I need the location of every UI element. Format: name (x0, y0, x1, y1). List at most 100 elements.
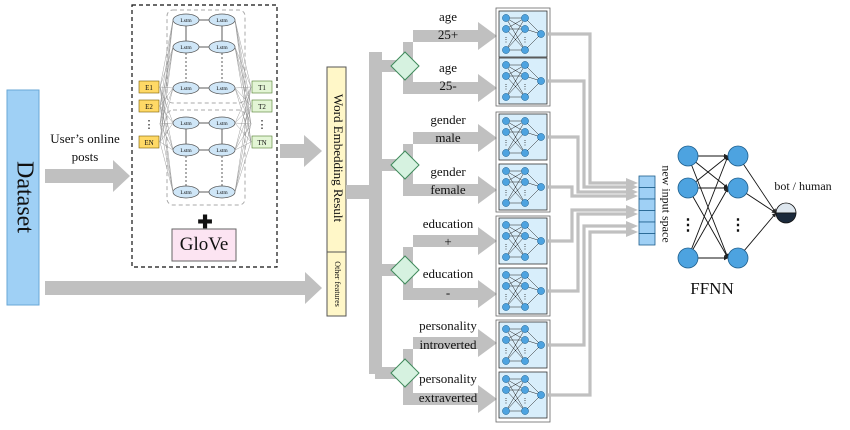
sub-network-dots: ⋮ (522, 139, 529, 147)
new-input-space-cell (638, 187, 656, 200)
sub-network-edge (505, 285, 526, 308)
lstm-upper-group (166, 9, 246, 104)
embedding-input-box (138, 135, 160, 149)
sub-network-dots: ⋮ (503, 189, 510, 197)
tree-fork (403, 30, 480, 61)
sub-network-dots: ⋮ (522, 189, 529, 197)
tree-arrow-head (478, 22, 497, 50)
lstm-output-link (234, 86, 252, 193)
sub-network-dots: ⋮ (522, 83, 529, 91)
branch-label-line1: gender (430, 164, 466, 179)
sub-network-node (502, 167, 510, 175)
lstm-output-link (234, 87, 252, 107)
dataset-box (6, 89, 40, 306)
sub-network-dots: ⋮ (522, 243, 529, 251)
sub-network-node (521, 375, 529, 383)
lstm-cell-label: Lstm (216, 121, 228, 127)
tree-fork (403, 337, 480, 368)
sub-network-output-link (548, 135, 628, 194)
ffnn-network: ⋮⋮ (677, 145, 797, 269)
sub-network-node (521, 149, 529, 157)
lstm-output-link (234, 86, 252, 89)
lstm-input-link (159, 141, 174, 151)
sub-network-node (502, 232, 510, 240)
sub-network-node (502, 117, 510, 125)
ffnn-edge (687, 155, 729, 259)
branch-labels: age25+age25-gendermalegenderfemaleeducat… (419, 9, 478, 405)
branch-label-line2: + (444, 234, 451, 249)
lstm-input-link (159, 123, 174, 151)
embedding-input-box (138, 99, 160, 113)
embedding-output-label: T1 (258, 84, 266, 92)
embedding-input-label: E2 (145, 103, 153, 111)
other-features-label: Other features (333, 261, 342, 307)
lstm-output-link (234, 87, 252, 143)
sub-network-output-link (548, 185, 628, 198)
sub-network-node (502, 375, 510, 383)
lstm-input-link (159, 122, 174, 143)
sub-network-node (502, 303, 510, 311)
lstm-output-link (234, 86, 252, 151)
sub-network-node (502, 25, 510, 33)
tree-arrow-head (478, 385, 497, 413)
tree-arrow-head (478, 329, 497, 357)
sub-network-node (502, 325, 510, 333)
sub-network-node (521, 167, 529, 175)
lstm-input-link (159, 19, 174, 125)
sub-network-dots: ⋮ (503, 83, 510, 91)
sub-network-dots: ⋮ (503, 36, 510, 44)
new-input-space (638, 175, 656, 246)
sub-network-output-node (537, 287, 545, 295)
tree-arrow-head (478, 227, 497, 255)
lstm-cell-label: Lstm (216, 45, 228, 51)
embedding-output-box (251, 99, 273, 113)
lstm-output-link (234, 122, 252, 143)
ffnn-input-node (677, 247, 699, 269)
sub-network-node (521, 357, 529, 365)
sub-network-dots: ⋮ (503, 293, 510, 301)
embedding-output-label: T2 (258, 103, 266, 111)
branch-diamond (390, 255, 420, 285)
sub-network-edge (505, 328, 526, 362)
lstm-cell-label: Lstm (216, 148, 228, 154)
sub-network-output-arrow (626, 209, 638, 219)
lstm-input-link (159, 141, 174, 193)
tree-trunk (369, 52, 382, 374)
glove-box (171, 228, 237, 262)
sub-network-edge (505, 339, 526, 362)
lstm-cell-label: Lstm (180, 45, 192, 51)
tree-fork (403, 265, 480, 300)
branch-diamond (390, 51, 420, 81)
sub-network-node (521, 386, 529, 394)
sub-network-dots: ⋮ (503, 347, 510, 355)
branch-label-line2: male (435, 130, 460, 145)
lstm-input-link (159, 19, 174, 88)
lstm-cell-label: Lstm (180, 18, 192, 24)
sub-network-output-node (537, 237, 545, 245)
lstm-output-link (234, 86, 252, 124)
sub-network-edge (505, 17, 526, 51)
branch-label-line1: gender (430, 112, 466, 127)
tree-fork (403, 61, 480, 94)
sub-network-edge (505, 75, 526, 98)
branch-label-line2: 25+ (438, 27, 458, 42)
lstm-input-link (159, 19, 174, 107)
sub-network-node (502, 336, 510, 344)
sub-network-node (521, 407, 529, 415)
sub-network-edge (505, 224, 526, 258)
lstm-input-link (159, 122, 174, 125)
branch-label-line1: age (439, 9, 457, 24)
tree-fork (403, 235, 480, 265)
branch-diamond (390, 358, 420, 388)
sub-network-output-node (537, 341, 545, 349)
ffnn-hidden-dots: ⋮ (730, 217, 746, 234)
lstm-output-link (234, 123, 252, 151)
sub-network-node (521, 253, 529, 261)
branch-diamond (390, 150, 420, 180)
sub-network-node (502, 149, 510, 157)
sub-networks: ⋮⋮⋮⋮⋮⋮⋮⋮⋮⋮⋮⋮⋮⋮⋮⋮ (495, 7, 551, 423)
sub-network-edge (505, 131, 526, 154)
new-input-space-cell (638, 221, 656, 234)
